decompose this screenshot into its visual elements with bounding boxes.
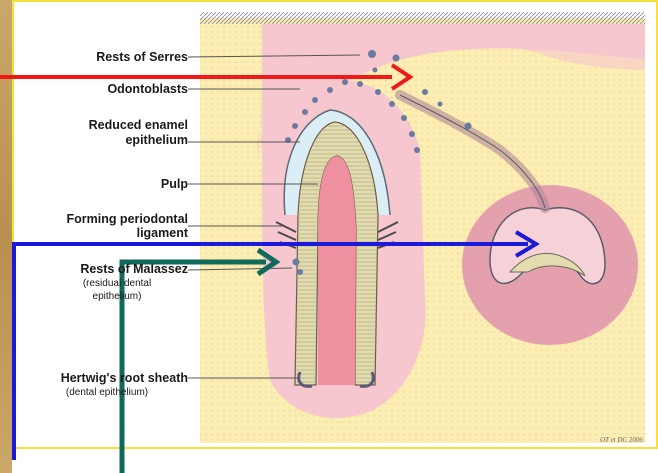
label-hertwig-1: Hertwig's root sheath: [61, 371, 188, 385]
label-reduced-enamel-2: epithelium: [125, 133, 188, 147]
label-forming-pdl-2: ligament: [137, 226, 188, 240]
label-pulp: Pulp: [161, 177, 188, 191]
oral-epithelium-band: [200, 12, 645, 24]
image-credit: OT et DC 2006: [600, 436, 643, 444]
label-rests-of-malassez: Rests of Malassez: [80, 262, 188, 276]
label-forming-pdl-1: Forming periodontal: [66, 212, 188, 226]
label-residual-1: (residual dental: [52, 278, 182, 289]
label-hertwig-2: (dental epithelium): [22, 387, 192, 398]
label-reduced-enamel-1: Reduced enamel: [89, 118, 188, 132]
label-odontoblasts: Odontoblasts: [107, 82, 188, 96]
label-rests-of-serres: Rests of Serres: [96, 50, 188, 64]
label-residual-2: epithelium): [52, 291, 182, 302]
